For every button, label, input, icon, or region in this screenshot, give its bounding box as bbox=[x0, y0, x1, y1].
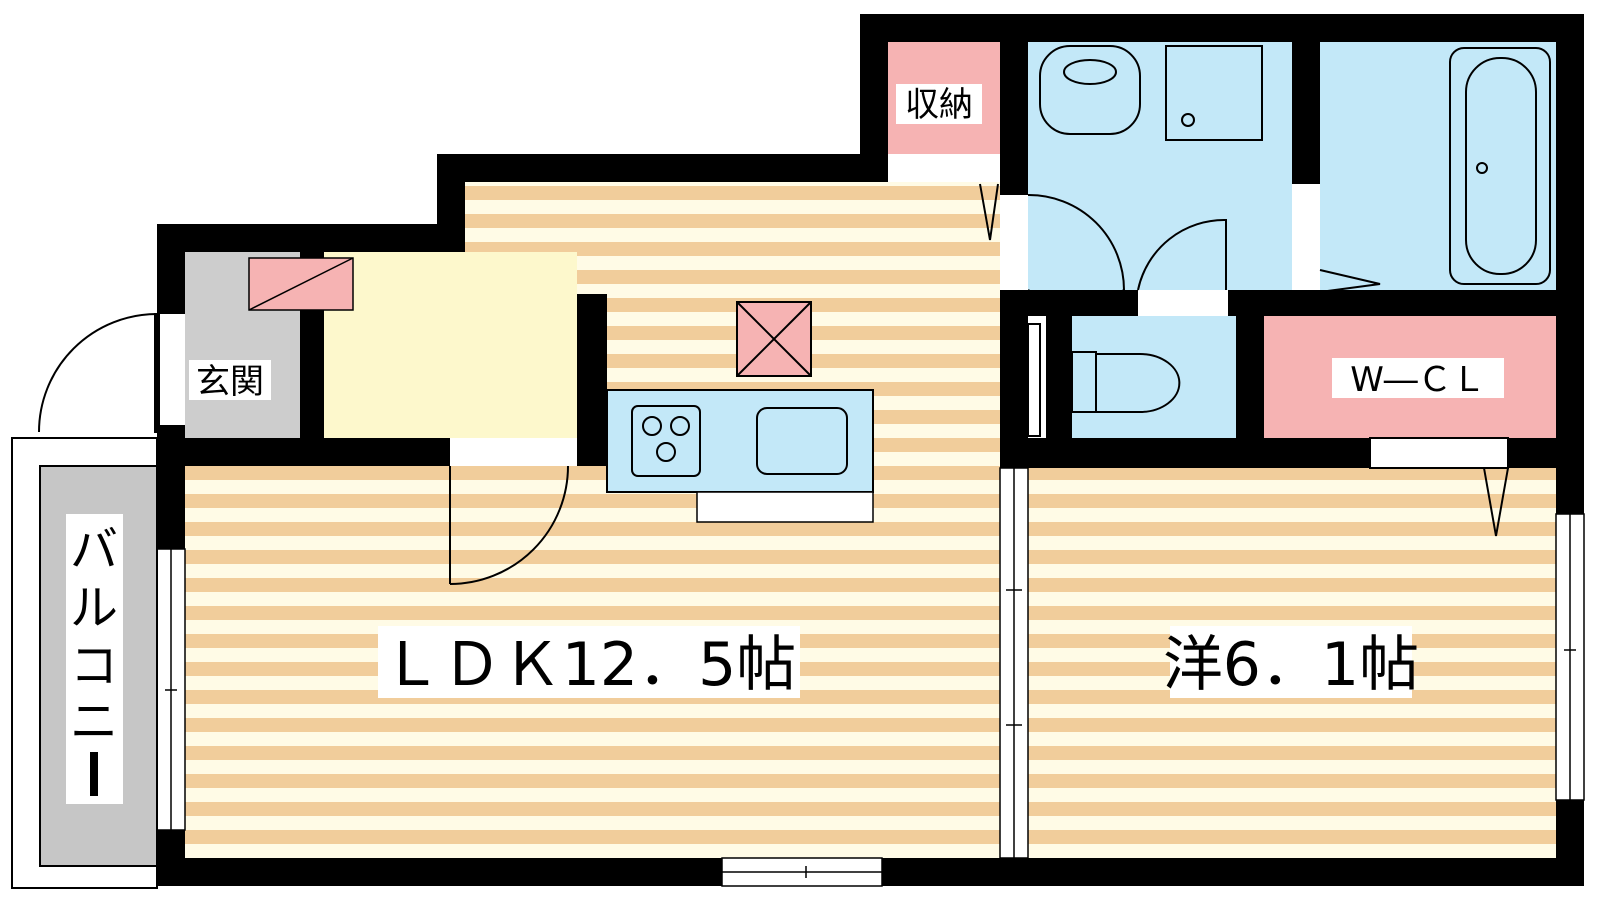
western-room-label: 洋6．1帖 bbox=[1163, 630, 1419, 700]
balcony-label-5 bbox=[90, 752, 98, 796]
storage-door-opening bbox=[888, 154, 1000, 182]
balcony-label-1: バ bbox=[70, 522, 118, 578]
stove-icon bbox=[631, 405, 701, 477]
bathtub-icon bbox=[1449, 47, 1551, 285]
sink-icon bbox=[756, 407, 848, 475]
balcony-label-2: ル bbox=[70, 580, 118, 636]
kitchen-counter-front bbox=[696, 491, 874, 523]
entry-hall-floor-2 bbox=[465, 252, 577, 294]
wcl-label: W―ＣＬ bbox=[1350, 360, 1486, 400]
ldk-label: ＬＤＫ12．5帖 bbox=[382, 630, 797, 700]
balcony-label-4: ニ bbox=[70, 694, 118, 750]
storage-label: 収納 bbox=[905, 85, 973, 125]
washing-machine-icon bbox=[1165, 45, 1263, 141]
windows bbox=[156, 467, 1585, 887]
walls bbox=[157, 14, 1584, 886]
doors bbox=[38, 183, 1509, 585]
genkan-label: 玄関 bbox=[196, 362, 264, 402]
toilet-icon bbox=[1071, 351, 1181, 413]
balcony-label-3: コ bbox=[70, 638, 118, 694]
